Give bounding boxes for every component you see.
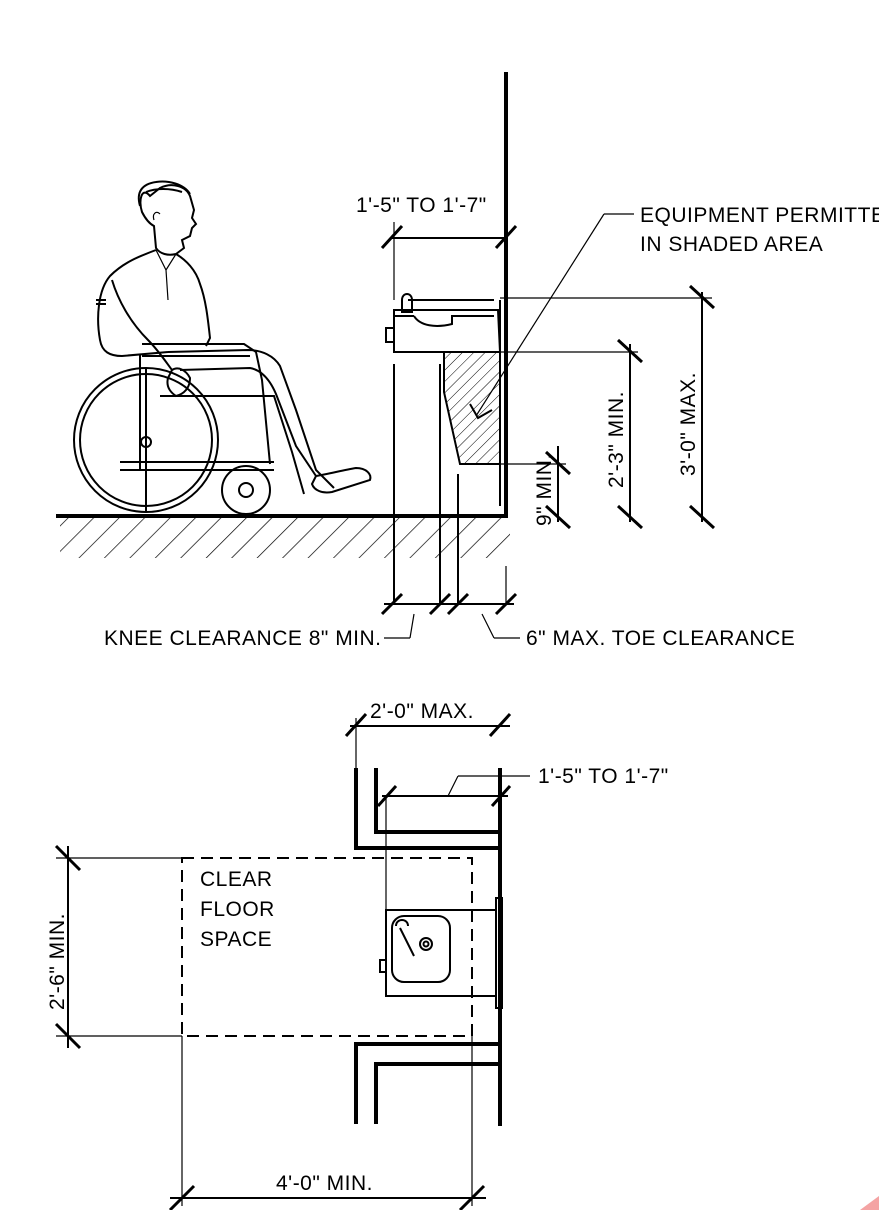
- dimension-2-0-max: 2'-0" MAX.: [344, 700, 512, 768]
- toe-clearance-label: 6" MAX. TOE CLEARANCE: [526, 627, 795, 650]
- callout-line-1: EQUIPMENT PERMITTED: [640, 204, 879, 227]
- clear-floor-line-3: SPACE: [200, 928, 272, 951]
- equipment-callout: EQUIPMENT PERMITTED IN SHADED AREA: [469, 204, 879, 420]
- dimension-2-3-min: 2'-3" MIN.: [500, 338, 644, 530]
- dim-top-label: 1'-5" TO 1'-7": [356, 194, 487, 217]
- plan-depth-label: 1'-5" TO 1'-7": [538, 765, 669, 788]
- dimension-2-6-min: 2'-6" MIN.: [46, 844, 182, 1050]
- dim-3-0-label: 3'-0" MAX.: [677, 372, 700, 476]
- alcove-walls: [354, 768, 502, 1126]
- drinking-fountain-plan: [379, 897, 503, 1009]
- dim-2-6-label: 2'-6" MIN.: [46, 913, 69, 1010]
- dimension-4-0-min: 4'-0" MIN.: [168, 1036, 486, 1210]
- dim-4-0-label: 4'-0" MIN.: [276, 1172, 373, 1195]
- clear-floor-line-1: CLEAR: [200, 868, 273, 891]
- dimension-plan-depth: 1'-5" TO 1'-7": [376, 765, 669, 922]
- clear-floor-space: CLEAR FLOOR SPACE: [181, 857, 473, 1037]
- elevation-view: 1'-5" TO 1'-7" EQUIPMENT PERMITTED IN SH…: [56, 72, 879, 650]
- dimension-top-depth: 1'-5" TO 1'-7": [356, 194, 518, 300]
- dimension-9-min: 9" MIN.: [500, 446, 572, 530]
- corner-mark: [860, 1196, 879, 1210]
- floor: [56, 514, 510, 568]
- dimension-3-0-max: 3'-0" MAX.: [500, 284, 716, 530]
- dim-2-0-label: 2'-0" MAX.: [370, 700, 474, 723]
- callout-line-2: IN SHADED AREA: [640, 233, 823, 256]
- plan-view: 2'-0" MAX. 1'-5" TO 1'-7" CLEAR FLOOR SP…: [46, 700, 669, 1210]
- knee-clearance-label: KNEE CLEARANCE 8" MIN.: [104, 627, 382, 650]
- clear-floor-line-2: FLOOR: [200, 898, 275, 921]
- dim-2-3-label: 2'-3" MIN.: [605, 391, 628, 488]
- wheelchair-user-figure: [73, 180, 372, 515]
- dimension-clearance: KNEE CLEARANCE 8" MIN. 6" MAX. TOE CLEAR…: [104, 566, 795, 650]
- dim-9-label: 9" MIN.: [533, 453, 556, 526]
